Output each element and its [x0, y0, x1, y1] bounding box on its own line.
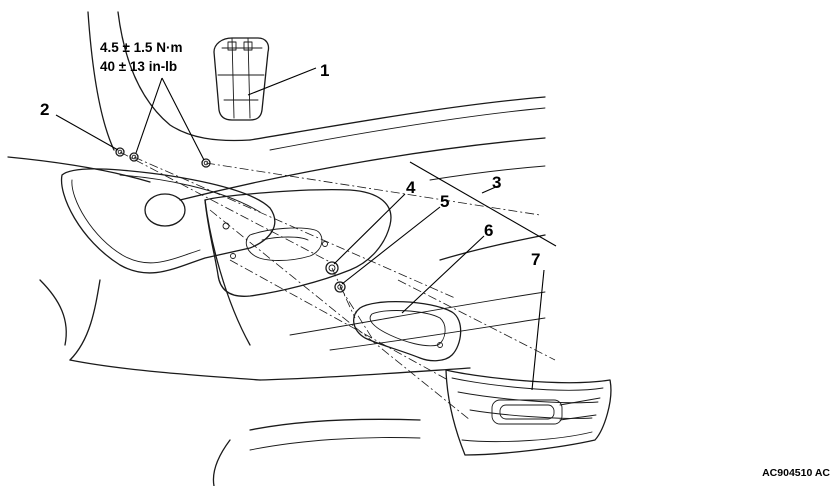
callout-7: 7	[531, 250, 540, 269]
gasket-part	[353, 300, 462, 362]
callout-1: 1	[320, 61, 329, 80]
callout-3: 3	[492, 173, 501, 192]
torque-metric: 4.5 ± 1.5 N·m	[100, 40, 182, 55]
nut-pair	[115, 147, 211, 168]
body-tail-lamp-outline	[60, 168, 276, 274]
body-panel-outline	[7, 11, 546, 486]
access-cover-part	[213, 37, 270, 121]
callout-4: 4	[406, 178, 416, 197]
tail-lamp-part	[445, 369, 612, 456]
torque-imperial: 40 ± 13 in-lb	[100, 59, 177, 74]
callout-5: 5	[440, 192, 449, 211]
callout-6: 6	[484, 221, 493, 240]
clip-parts	[325, 261, 346, 293]
figure-code: AC904510 AC	[762, 467, 830, 479]
leader-lines	[55, 67, 557, 391]
alignment-lines	[119, 151, 556, 421]
callout-2: 2	[40, 100, 49, 119]
